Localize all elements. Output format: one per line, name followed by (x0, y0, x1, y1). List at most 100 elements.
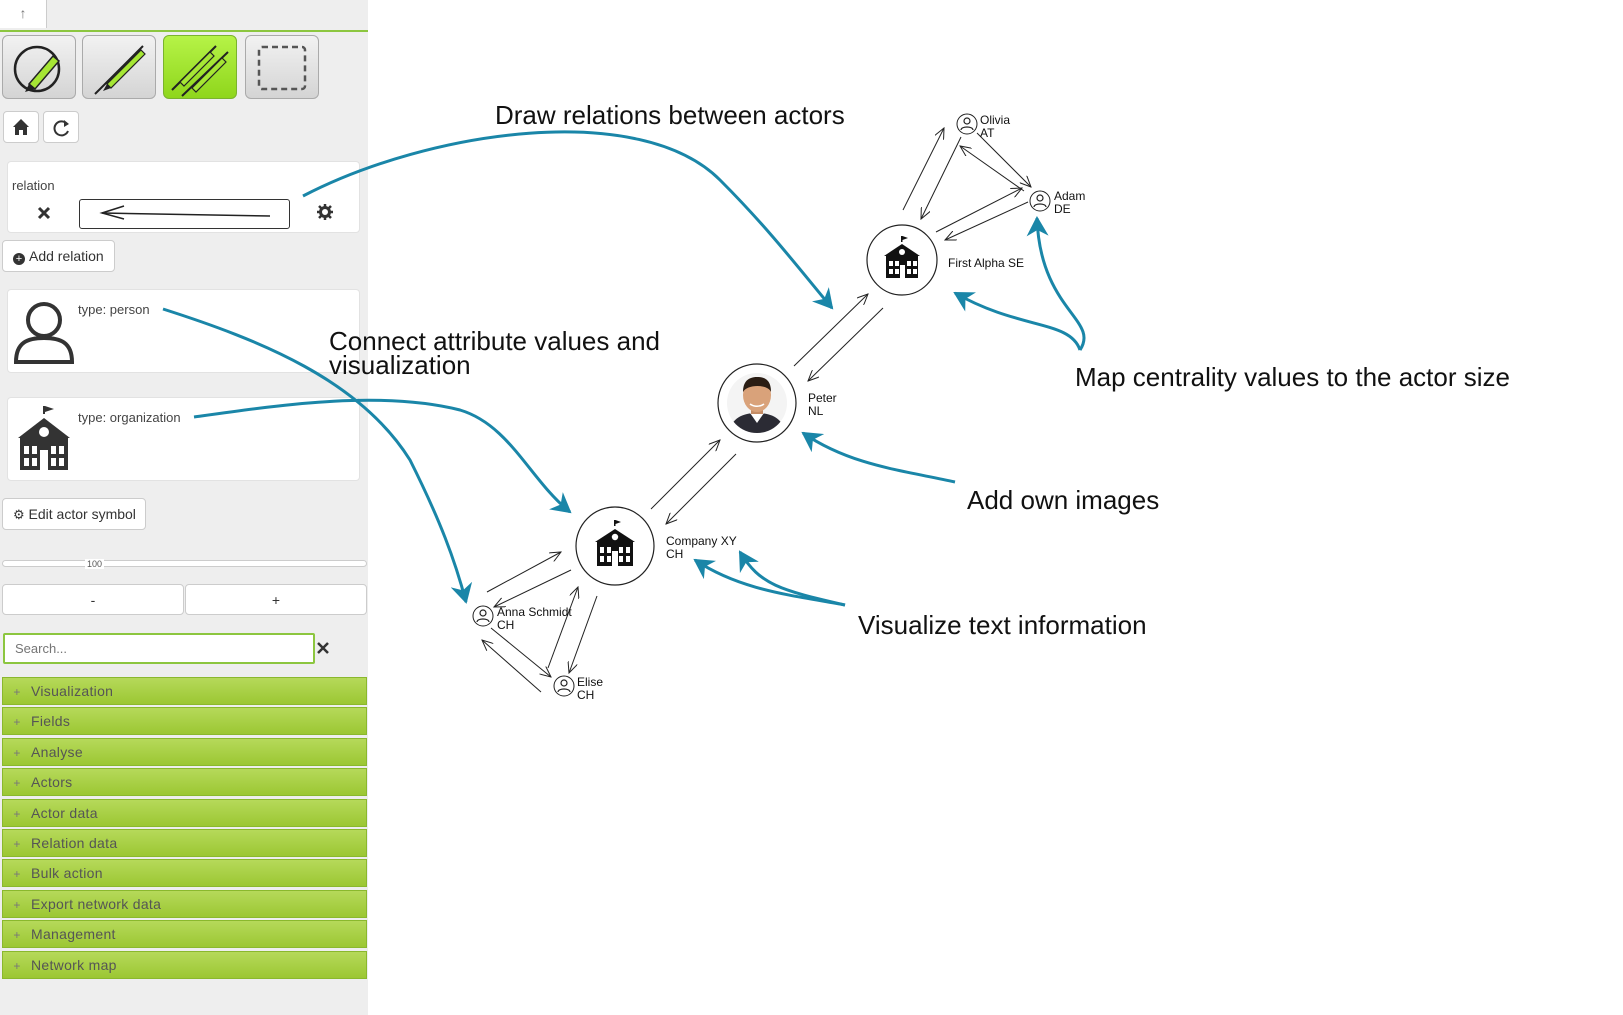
person-icon (963, 117, 971, 125)
accordion-item-label: Bulk action (31, 865, 103, 882)
actor-first-alpha-label: First Alpha SE (948, 256, 1025, 270)
relation-edge (650, 440, 720, 510)
expand-plus-icon: + (13, 776, 21, 791)
add-relation-button[interactable]: +Add relation (2, 240, 115, 272)
home-button[interactable] (3, 111, 39, 143)
draw-actor-tool[interactable] (2, 35, 76, 99)
slider-handle[interactable]: 100 (85, 559, 105, 569)
expand-plus-icon: + (13, 806, 21, 821)
expand-plus-icon: + (13, 928, 21, 943)
zoom-in-button[interactable]: + (185, 584, 367, 615)
relation-edge (976, 132, 1031, 187)
actor-olivia[interactable] (956, 113, 978, 135)
actor-adam[interactable] (1029, 190, 1051, 212)
arrow-draw-relations (302, 130, 834, 310)
accordion-item-label: Fields (31, 713, 71, 730)
pencil-line-icon (94, 45, 146, 95)
relation-edge (494, 569, 572, 607)
arrow-add-images (801, 431, 956, 484)
person-icon (479, 609, 487, 617)
school-building-icon (595, 520, 635, 566)
sidebar: ↑ (0, 0, 368, 1015)
type-organization-panel[interactable]: type: organization (7, 397, 360, 481)
double-pencil-icon (171, 45, 229, 97)
relation-style-select[interactable] (79, 199, 290, 229)
zoom-out-button[interactable]: - (2, 584, 184, 615)
expand-plus-icon: + (13, 685, 21, 699)
actor-elise[interactable] (553, 675, 575, 697)
expand-plus-icon: + (13, 837, 21, 851)
close-icon[interactable] (34, 203, 54, 223)
arrow-visualize-text-1 (693, 558, 846, 607)
relation-edge (490, 627, 551, 677)
actor-anna[interactable] (472, 605, 494, 627)
accordion-item-label: Actors (31, 774, 73, 791)
accordion-item-visualization[interactable]: + Visualization (2, 677, 367, 705)
plus-circle-icon: + (13, 253, 25, 265)
accordion-item-label: Actor data (31, 804, 98, 821)
draw-relation-tool[interactable] (82, 35, 156, 99)
person-icon (13, 302, 75, 364)
arrow-centrality-first-alpha (953, 291, 1082, 351)
refresh-button[interactable] (43, 111, 79, 143)
annotation-draw-relations: Draw relations between actors (495, 100, 845, 130)
collapse-tab[interactable]: ↑ (0, 0, 47, 28)
relation-edge (902, 128, 944, 211)
accordion-item-label: Network map (31, 956, 117, 973)
home-icon (13, 119, 29, 135)
accordion-item-actor-data[interactable]: + Actor data (2, 798, 367, 827)
accordion-item-label: Relation data (31, 835, 118, 851)
clear-search-icon[interactable] (316, 641, 330, 655)
gear-icon[interactable] (315, 202, 335, 222)
circle-draw-icon (13, 45, 61, 93)
actor-peter[interactable] (717, 363, 797, 443)
annotation-visualize-text: Visualize text information (858, 610, 1147, 640)
accordion-item-bulk-action[interactable]: + Bulk action (2, 859, 367, 888)
arrow-centrality-adam (1026, 216, 1086, 351)
relation-edge (921, 136, 962, 219)
expand-plus-icon: + (13, 867, 21, 882)
expand-plus-icon: + (13, 897, 21, 912)
accordion-item-actors[interactable]: + Actors (2, 768, 367, 797)
accordion-item-label: Analyse (31, 743, 83, 760)
relation-edge (808, 307, 884, 381)
search-input[interactable] (3, 633, 315, 664)
accordion-item-label: Management (31, 926, 116, 943)
actor-company-xy[interactable] (575, 506, 655, 586)
relation-edge (486, 552, 561, 593)
accordion-item-export-network-data[interactable]: +Export network data (2, 889, 367, 918)
actor-first-alpha[interactable] (866, 224, 938, 296)
draw-bidirectional-relation-tool[interactable] (163, 35, 237, 99)
type-person-label: type: person (78, 302, 150, 317)
school-building-icon (884, 236, 920, 278)
edit-actor-symbol-button[interactable]: ⚙ Edit actor symbol (2, 498, 146, 530)
relation-edge (666, 453, 737, 524)
refresh-icon (53, 120, 69, 137)
arrow-line-preview (99, 205, 271, 220)
type-person-panel[interactable]: type: person (7, 289, 360, 373)
sidebar-topbar: ↑ (0, 0, 368, 32)
school-building-icon (18, 406, 70, 470)
relation-edge (569, 595, 598, 673)
accordion-item-fields[interactable]: + Fields (2, 707, 367, 736)
accordion-item-network-map[interactable]: +Network map (2, 950, 367, 979)
relation-edge (793, 294, 868, 367)
expand-plus-icon: + (13, 715, 21, 730)
size-slider[interactable]: 100 (2, 559, 367, 569)
person-icon (560, 679, 568, 687)
accordion-item-management[interactable]: + Management (2, 920, 367, 949)
accordion-item-analyse[interactable]: +Analyse (2, 737, 367, 766)
relation-label: relation (12, 178, 55, 193)
type-organization-label: type: organization (78, 410, 181, 425)
annotation-add-images: Add own images (967, 485, 1160, 515)
arrow-visualize-text-2 (738, 550, 846, 607)
select-area-tool[interactable] (245, 35, 319, 99)
person-icon (1036, 194, 1044, 202)
accordion-item-relation-data[interactable]: + Relation data (2, 829, 367, 857)
accordion-item-label: Visualization (31, 683, 114, 699)
